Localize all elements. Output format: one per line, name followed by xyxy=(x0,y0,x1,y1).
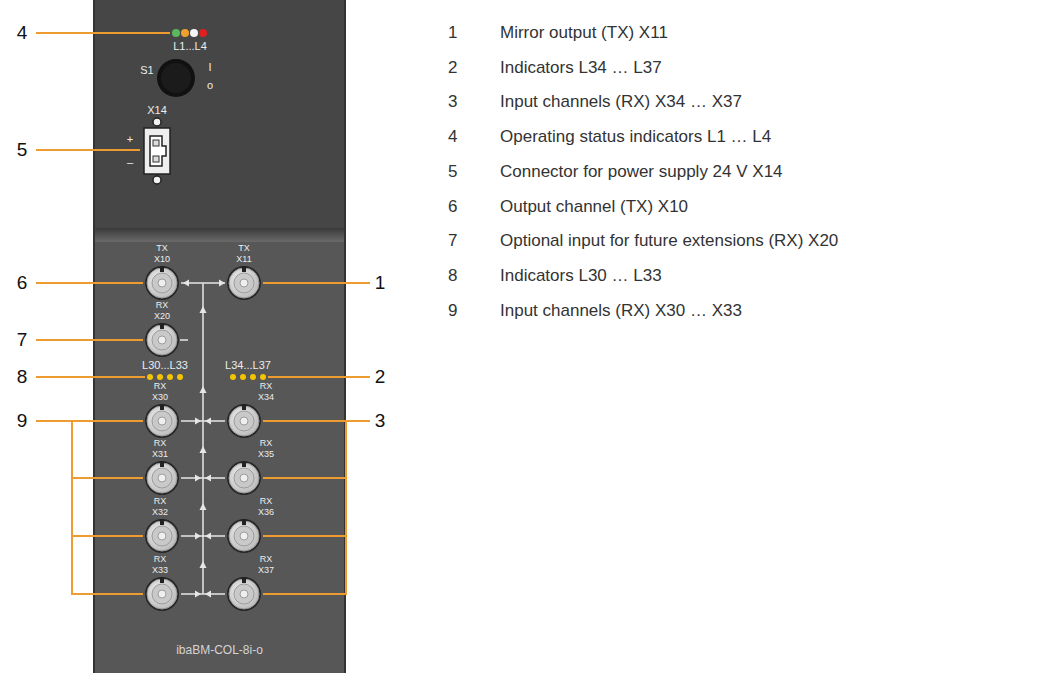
callout-number: 8 xyxy=(17,366,28,388)
fiber-connectors xyxy=(145,266,261,611)
key-number: 9 xyxy=(448,301,457,321)
key-text: Input channels (RX) X34 … X37 xyxy=(500,92,742,112)
leader-lines xyxy=(36,33,370,594)
key-number: 1 xyxy=(448,23,457,43)
panel-label: o xyxy=(207,79,213,91)
key-number: 7 xyxy=(448,231,457,251)
panel-label: X14 xyxy=(147,104,167,116)
panel-label: L1...L4 xyxy=(173,40,207,52)
connector-label: TX X10 xyxy=(150,243,174,265)
connector-label: RX X31 xyxy=(148,438,172,460)
callout-number: 4 xyxy=(17,22,28,44)
callout-number: 5 xyxy=(17,139,28,161)
key-text: Connector for power supply 24 V X14 xyxy=(500,162,783,182)
signal-flow xyxy=(180,280,225,598)
connector-label: RX X30 xyxy=(148,381,172,403)
panel-label: L30...L33 xyxy=(142,359,188,371)
key-text: Input channels (RX) X30 … X33 xyxy=(500,301,742,321)
connector-label: RX X32 xyxy=(148,496,172,518)
device-housing: ibaBM-COL-8i-o xyxy=(93,0,346,673)
device-name: ibaBM-COL-8i-o xyxy=(176,643,263,657)
key-number: 5 xyxy=(448,162,457,182)
key-text: Mirror output (TX) X11 xyxy=(500,23,668,43)
callout-number: 9 xyxy=(17,410,28,432)
panel-label: I xyxy=(208,61,211,73)
channel-leds xyxy=(147,374,266,380)
rotary-switch xyxy=(157,59,195,97)
callout-number: 6 xyxy=(17,272,28,294)
key-text: Indicators L34 … L37 xyxy=(500,58,662,78)
panel-label: – xyxy=(127,156,133,168)
connector-label: RX X36 xyxy=(254,496,278,518)
connector-label: RX X34 xyxy=(254,381,278,403)
connector-label: RX X20 xyxy=(150,300,174,322)
callout-number: 7 xyxy=(17,329,28,351)
panel-label: + xyxy=(127,133,133,145)
device-housing xyxy=(93,0,346,673)
callout-number: 3 xyxy=(375,410,386,432)
panel-label: S1 xyxy=(140,64,153,76)
callout-number: 1 xyxy=(375,272,386,294)
connector-label: TX X11 xyxy=(232,243,256,265)
key-number: 8 xyxy=(448,266,457,286)
key-number: 2 xyxy=(448,58,457,78)
key-number: 6 xyxy=(448,197,457,217)
panel-label: L34...L37 xyxy=(225,359,271,371)
key-text: Output channel (TX) X10 xyxy=(500,197,688,217)
connector-label: RX X35 xyxy=(254,438,278,460)
power-connector xyxy=(144,118,170,184)
callout-number: 2 xyxy=(375,366,386,388)
key-text: Operating status indicators L1 … L4 xyxy=(500,127,771,147)
key-text: Optional input for future extensions (RX… xyxy=(500,231,838,251)
connector-label: RX X33 xyxy=(148,554,172,576)
status-leds xyxy=(172,29,207,37)
key-number: 4 xyxy=(448,127,457,147)
connector-label: RX X37 xyxy=(254,554,278,576)
key-text: Indicators L30 … L33 xyxy=(500,266,662,286)
key-number: 3 xyxy=(448,92,457,112)
